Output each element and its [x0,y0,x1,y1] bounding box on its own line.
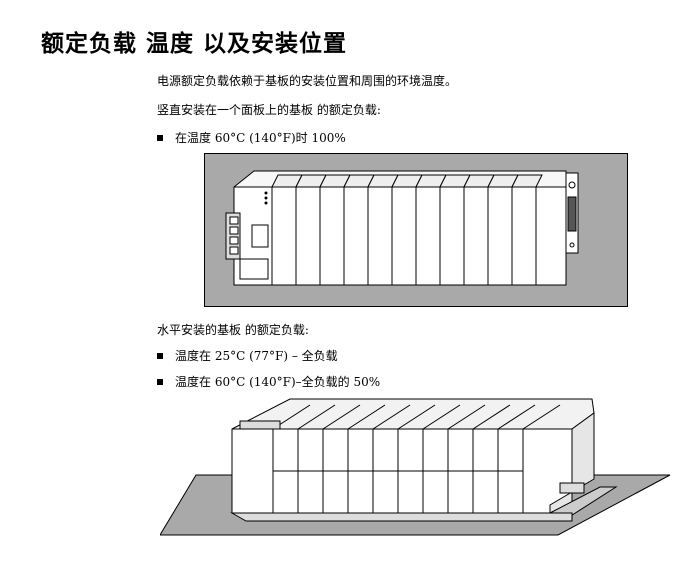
page-title: 额定负载 温度 以及安装位置 [41,31,348,57]
vertical-mount-drawing [204,153,628,307]
bullet-square-icon [157,352,163,359]
vertical-mount-figure [204,153,628,307]
bullet-square-icon [157,378,163,385]
bullet-square-icon [157,134,163,141]
horizontal-bullet-2: 温度在 60°C (140°F)–全负载的 50% [157,373,380,390]
vertical-bullet: 在温度 60°C (140°F)时 100% [157,129,346,146]
horizontal-mount-figure [159,395,672,537]
horizontal-label: 水平安装的基板 的额定负载: [157,323,309,337]
intro-text: 电源额定负载依赖于基板的安装位置和周围的环境温度。 [157,74,458,88]
horizontal-mount-drawing [159,398,671,536]
horizontal-bullet-1: 温度在 25°C (77°F) – 全负载 [157,347,338,364]
vertical-label: 竖直安装在一个面板上的基板 的额定负载: [157,103,381,117]
